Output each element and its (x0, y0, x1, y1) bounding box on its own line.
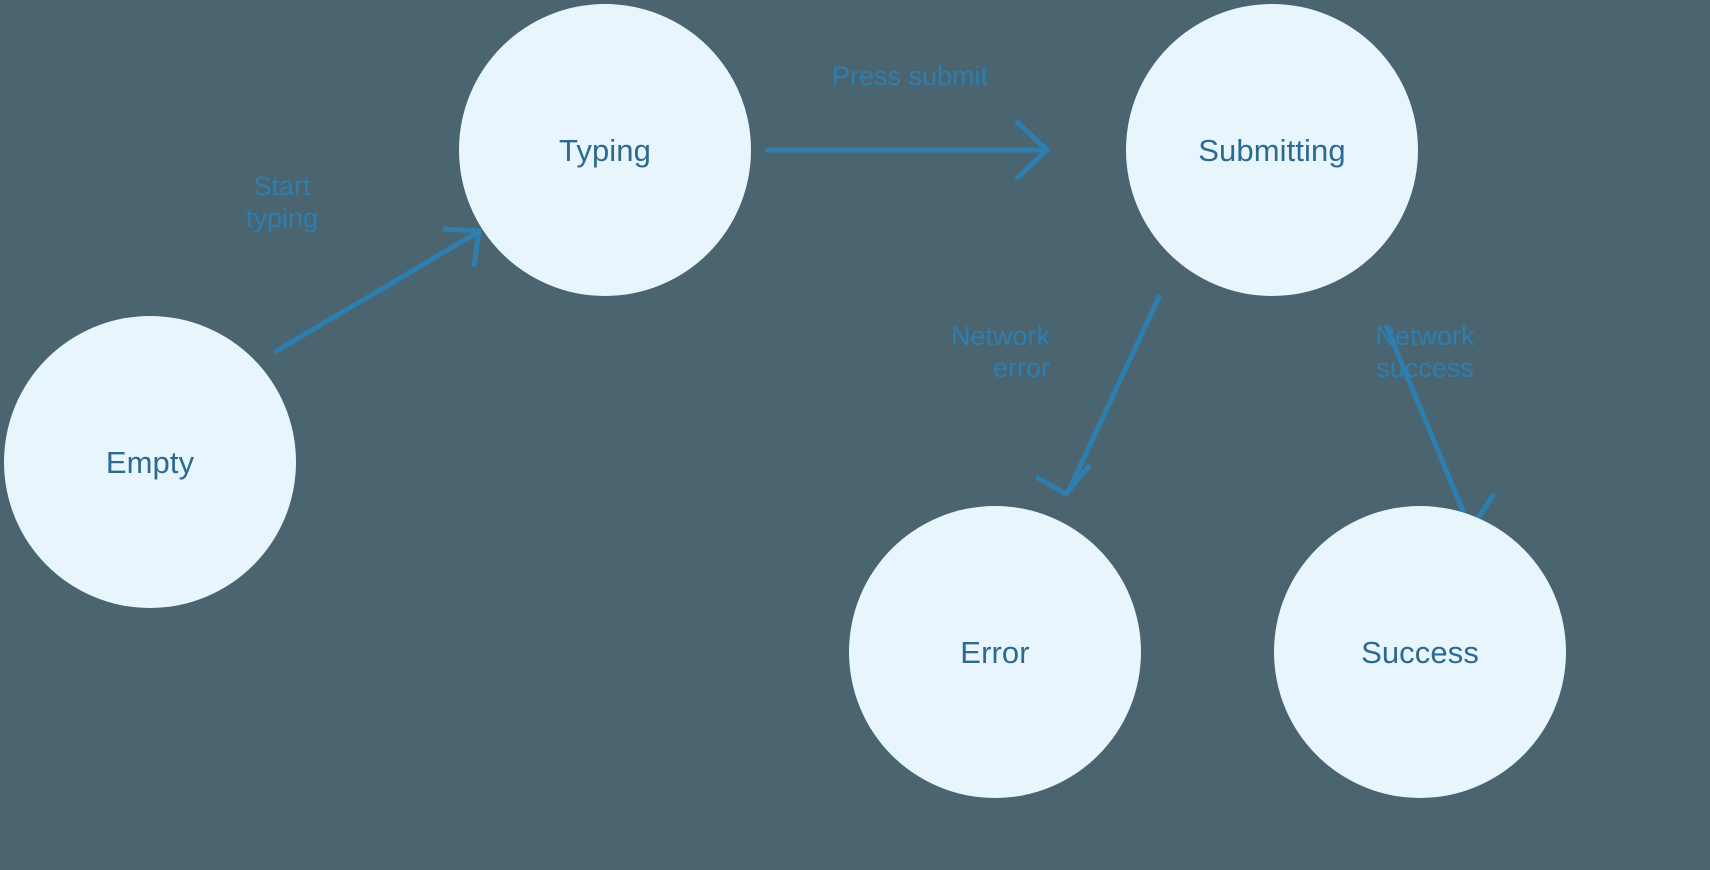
node-success[interactable]: Success (1274, 506, 1566, 798)
node-typing[interactable]: Typing (459, 4, 751, 296)
node-submitting[interactable]: Submitting (1126, 4, 1418, 296)
edge-label-press-submit: Press submit (831, 61, 989, 91)
node-empty-label: Empty (105, 444, 195, 480)
node-empty[interactable]: Empty (4, 316, 296, 608)
node-typing-label: Typing (559, 132, 651, 168)
edge-submitting-to-error (1034, 293, 1163, 498)
node-submitting-label: Submitting (1198, 132, 1346, 168)
node-error-label: Error (960, 634, 1030, 670)
edge-empty-to-typing (273, 226, 482, 355)
node-success-label: Success (1361, 634, 1479, 670)
node-error[interactable]: Error (849, 506, 1141, 798)
edge-label-network-success: Network success (1375, 321, 1475, 383)
edge-label-start-typing: Start typing (245, 171, 319, 233)
edge-label-network-error: Network error (950, 321, 1050, 383)
edge-typing-to-submitting (765, 119, 1051, 181)
